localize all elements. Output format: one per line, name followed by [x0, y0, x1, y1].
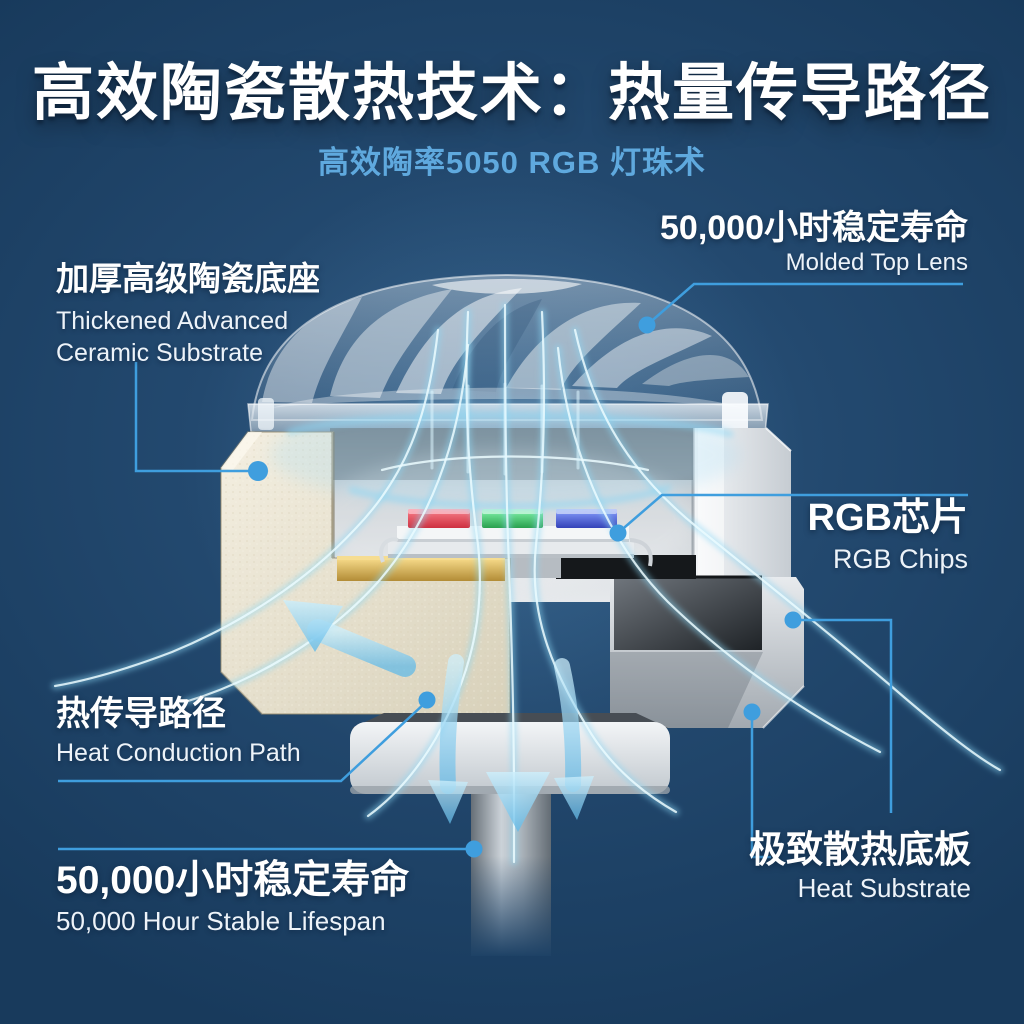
callout-dots	[248, 316, 802, 858]
callout-heat-substrate-zh: 极致散热底板	[749, 829, 971, 870]
callout-heat-conduction-path: 热传导路径 Heat Conduction Path	[56, 695, 301, 767]
leader-ceramic-substrate	[134, 362, 254, 473]
callout-heat-substrate-en: Heat Substrate	[797, 873, 971, 904]
callout-rgb-chips-en: RGB Chips	[832, 543, 968, 574]
callout-heat-conduction-path-en: Heat Conduction Path	[56, 739, 301, 768]
page-title: 高效陶瓷散热技术：热量传导路径	[31, 59, 992, 128]
dot-heat-substrate-a	[784, 611, 802, 629]
arrow-down-left	[428, 654, 468, 824]
leader-heat-substrate-a	[793, 618, 893, 813]
wire-bond-left	[379, 537, 399, 563]
leader-molded-top-lens	[646, 282, 963, 326]
callout-ceramic-substrate-en2: Ceramic Substrate	[56, 339, 264, 368]
dot-molded-top-lens	[638, 316, 656, 334]
heat-substrate-panel	[610, 575, 805, 729]
rgb-chip-green	[482, 509, 543, 528]
arrow-up-left	[283, 600, 416, 677]
heat-flow-streams	[51, 301, 1004, 866]
callout-heat-substrate: 极致散热底板 Heat Substrate	[749, 829, 971, 904]
callout-ceramic-substrate-zh: 加厚高级陶瓷底座	[56, 260, 320, 297]
leader-heat-conduction-path	[58, 702, 426, 783]
arrow-down-center	[486, 586, 550, 832]
dot-stable-lifespan	[465, 840, 483, 858]
arrow-down-right	[554, 658, 594, 820]
wire-bond-right	[629, 538, 653, 567]
callout-stable-lifespan: 50,000小时稳定寿命 50,000 Hour Stable Lifespan	[56, 859, 409, 936]
callout-ceramic-substrate-en1: Thickened Advanced	[56, 306, 289, 335]
dot-heat-conduction-path	[418, 691, 436, 709]
dot-rgb-chips	[609, 524, 627, 542]
callout-ceramic-substrate: 加厚高级陶瓷底座 Thickened Advanced Ceramic Subs…	[56, 260, 320, 370]
callout-heat-conduction-path-zh: 热传导路径	[56, 695, 226, 733]
heat-flow-arrows	[283, 586, 594, 832]
callout-rgb-chips: RGB芯片 RGB Chips	[808, 497, 968, 574]
leader-rgb-chips	[617, 493, 968, 534]
callout-leaders	[58, 282, 968, 859]
callout-rgb-chips-zh: RGB芯片	[807, 497, 968, 539]
callout-molded-top-lens: 50,000小时稳定寿命 Molded Top Lens	[660, 209, 968, 277]
cavity-floor-dark	[556, 555, 696, 579]
callout-molded-top-lens-en: Molded Top Lens	[785, 249, 968, 277]
leader-heat-substrate-b	[750, 712, 771, 859]
dot-heat-substrate-b	[743, 703, 761, 721]
dot-ceramic-substrate	[248, 461, 268, 481]
page-subtitle: 高效陶率5050 RGB 灯珠术	[317, 145, 707, 180]
callout-stable-lifespan-en: 50,000 Hour Stable Lifespan	[56, 905, 386, 936]
callout-stable-lifespan-zh: 50,000小时稳定寿命	[56, 859, 410, 902]
callout-molded-top-lens-zh: 50,000小时稳定寿命	[660, 209, 968, 247]
